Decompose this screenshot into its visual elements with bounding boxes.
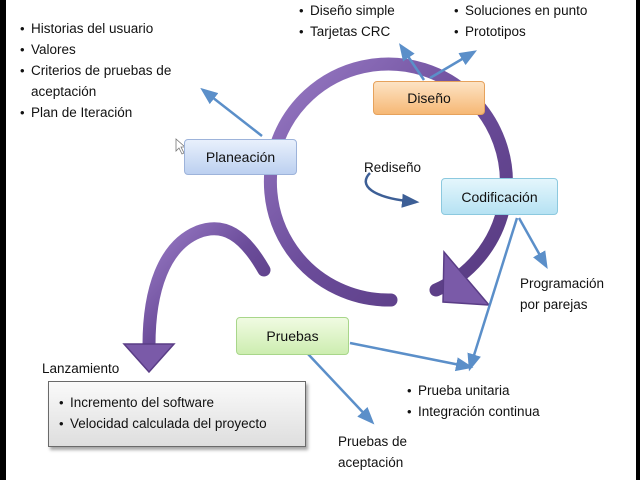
- design-notes-right: Soluciones en punto Prototipos: [454, 0, 587, 42]
- redesign-arrow: [364, 172, 420, 208]
- testing-phase-box: Pruebas: [236, 317, 349, 355]
- design-note: Tarjetas CRC: [299, 21, 395, 42]
- coding-phase-box: Codificación: [441, 178, 558, 215]
- planning-note: Historias del usuario: [20, 18, 171, 39]
- arrow-testing-to-unit-tests: [349, 341, 474, 372]
- release-box: Incremento del software Velocidad calcul…: [48, 381, 306, 447]
- release-arrowhead: [122, 343, 176, 374]
- arrow-to-design-spike: [429, 50, 478, 80]
- cycle-graphic: [122, 43, 548, 425]
- design-note: Soluciones en punto: [454, 0, 587, 21]
- acceptance-tests-label: Pruebas de aceptación: [338, 431, 407, 473]
- pair-programming-line: Programación: [520, 276, 605, 291]
- acceptance-tests-line: Pruebas de: [338, 434, 408, 449]
- arrow-to-pair-programming: [517, 217, 548, 270]
- redesign-label: Rediseño: [364, 160, 422, 175]
- coding-test-item: Integración continua: [407, 401, 540, 422]
- coding-test-item: Prueba unitaria: [407, 380, 540, 401]
- planning-phase-box: Planeación: [184, 139, 297, 175]
- planning-notes: Historias del usuario Valores Criterios …: [20, 18, 171, 123]
- arrow-to-acceptance-tests: [307, 353, 375, 425]
- design-note: Prototipos: [454, 21, 587, 42]
- design-note: Diseño simple: [299, 0, 395, 21]
- design-notes-left: Diseño simple Tarjetas CRC: [299, 0, 395, 42]
- xp-process-diagram: Historias del usuario Valores Criterios …: [6, 0, 636, 480]
- planning-note: Valores: [20, 39, 171, 60]
- release-item: Velocidad calculada del proyecto: [59, 413, 305, 434]
- pair-programming-line: por parejas: [520, 297, 588, 312]
- pair-programming-label: Programación por parejas: [520, 273, 604, 315]
- design-phase-box: Diseño: [373, 81, 485, 115]
- connector-arrows: [200, 43, 548, 425]
- release-arrow: [142, 222, 271, 352]
- planning-note-continuation: aceptación: [31, 84, 97, 99]
- planning-note: Plan de Iteración: [20, 102, 171, 123]
- arrow-to-design-simple: [399, 43, 426, 81]
- arrow-to-unit-tests: [467, 217, 519, 372]
- cycle-arrowhead: [442, 250, 491, 306]
- release-item: Incremento del software: [59, 392, 305, 413]
- release-label: Lanzamiento: [42, 361, 120, 376]
- planning-note: Criterios de pruebas de: [20, 60, 171, 81]
- coding-tests: Prueba unitaria Integración continua: [407, 380, 540, 422]
- acceptance-tests-line: aceptación: [338, 455, 404, 470]
- arrow-to-planning-notes: [200, 87, 263, 137]
